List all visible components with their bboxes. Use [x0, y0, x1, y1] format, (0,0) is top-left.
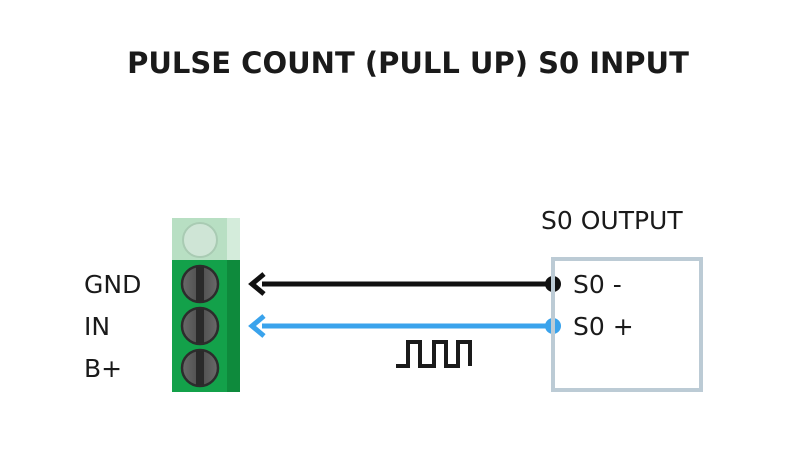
- terminal-label-gnd: GND: [84, 270, 141, 299]
- square-wave-icon: [396, 340, 472, 368]
- screw-icon-gnd: [180, 264, 220, 304]
- screw-icon-in: [180, 306, 220, 346]
- output-pin-s0-minus: S0 -: [573, 270, 622, 299]
- output-box-title: S0 OUTPUT: [541, 206, 683, 235]
- output-box: [551, 257, 703, 392]
- faded-screw-icon: [182, 222, 218, 258]
- diagram-title: PULSE COUNT (PULL UP) S0 INPUT: [127, 46, 689, 80]
- output-pin-s0-plus: S0 +: [573, 312, 634, 341]
- terminal-block: [172, 218, 240, 392]
- screw-icon-bplus: [180, 348, 220, 388]
- gnd-wire: [248, 272, 561, 296]
- arrow-left-icon: [248, 272, 266, 296]
- arrow-left-icon: [248, 314, 266, 338]
- terminal-side: [227, 260, 240, 392]
- terminal-label-bplus: B+: [84, 354, 122, 383]
- terminal-faded-side: [227, 218, 240, 260]
- in-wire: [248, 314, 561, 338]
- terminal-label-in: IN: [84, 312, 110, 341]
